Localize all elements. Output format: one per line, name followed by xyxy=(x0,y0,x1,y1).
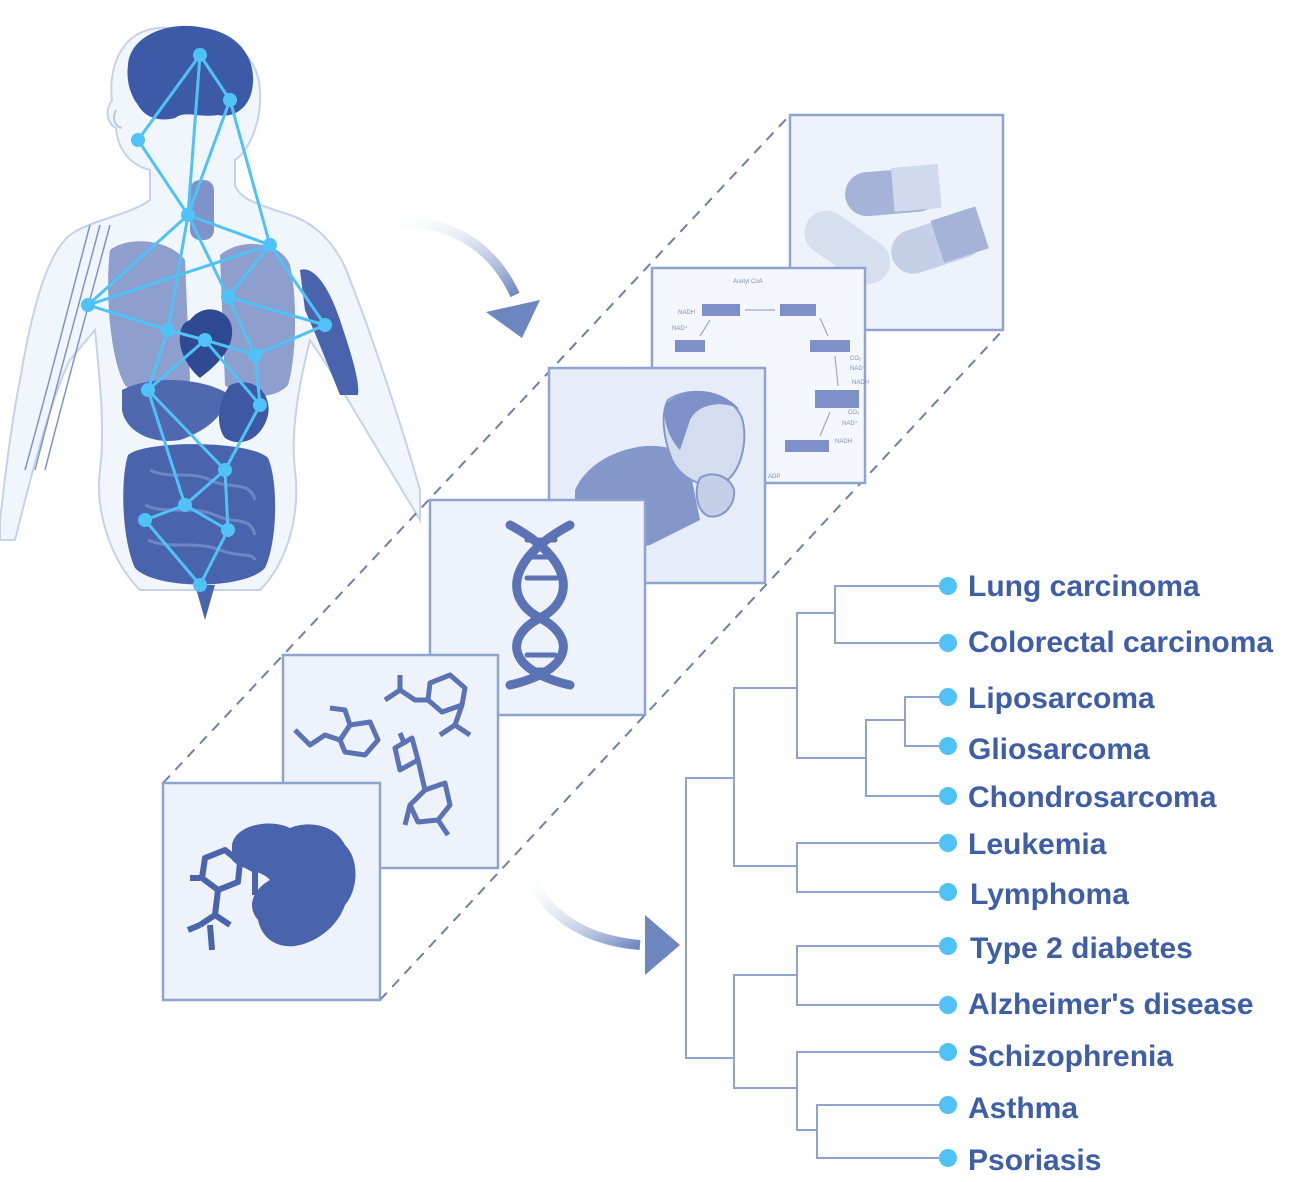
leaf-label-asthma: Asthma xyxy=(968,1092,1078,1125)
brain xyxy=(127,25,254,120)
dendrogram-labels: Lung carcinoma Colorectal carcinoma Lipo… xyxy=(968,570,1273,1177)
capsule-icon xyxy=(804,163,989,284)
leaf-label-lymphoma: Lymphoma xyxy=(970,878,1129,911)
svg-text:NADH: NADH xyxy=(835,439,852,445)
dendrogram-branches xyxy=(685,585,948,1159)
arm-muscle xyxy=(300,269,359,395)
leaf-label-psoriasis: Psoriasis xyxy=(968,1144,1101,1177)
left-lung xyxy=(108,241,190,396)
leaf-label-liposarcoma: Liposarcoma xyxy=(968,682,1155,715)
dna-icon xyxy=(505,520,575,690)
leaf-label-chondrosarcoma: Chondrosarcoma xyxy=(968,781,1217,814)
leaf-label-alzheimers-disease: Alzheimer's disease xyxy=(968,988,1254,1021)
dendrogram-leaf-nodes xyxy=(939,577,957,1167)
pathway-icon: Acetyl CoA NADH NAD⁺ CO₂ NAD⁺ NADH CO₂ N… xyxy=(672,279,869,480)
arrow-data-to-dendrogram xyxy=(523,866,680,975)
svg-text:ADP: ADP xyxy=(768,474,780,480)
svg-text:NADH: NADH xyxy=(852,380,869,386)
leaf-label-colorectal-carcinoma: Colorectal carcinoma xyxy=(968,626,1273,659)
dendrogram: Lung carcinoma Colorectal carcinoma Lipo… xyxy=(685,570,1273,1177)
stomach xyxy=(218,382,269,443)
molecule-icon xyxy=(293,672,472,837)
leaf-label-schizophrenia: Schizophrenia xyxy=(968,1040,1173,1073)
leaf-label-gliosarcoma: Gliosarcoma xyxy=(968,733,1150,766)
human-body-illustration xyxy=(0,25,421,620)
svg-text:NAD⁺: NAD⁺ xyxy=(672,325,688,332)
body-silhouette xyxy=(0,26,421,591)
coughing-person-icon xyxy=(575,390,746,560)
protein-icon xyxy=(186,823,356,951)
protein-ligand-panel xyxy=(161,781,382,1002)
leaf-label-type-2-diabetes: Type 2 diabetes xyxy=(970,932,1193,965)
svg-text:NADH: NADH xyxy=(678,310,695,316)
svg-text:NAD⁺: NAD⁺ xyxy=(842,420,858,427)
svg-text:CO₂: CO₂ xyxy=(850,356,862,362)
svg-text:CO₂: CO₂ xyxy=(848,410,860,416)
arrow-body-to-data xyxy=(374,215,540,338)
network-nodes xyxy=(81,48,332,592)
leaf-label-lung-carcinoma: Lung carcinoma xyxy=(968,570,1200,603)
leaf-label-leukemia: Leukemia xyxy=(968,828,1107,861)
svg-text:Acetyl CoA: Acetyl CoA xyxy=(733,279,763,285)
svg-text:NAD⁺: NAD⁺ xyxy=(850,365,866,372)
